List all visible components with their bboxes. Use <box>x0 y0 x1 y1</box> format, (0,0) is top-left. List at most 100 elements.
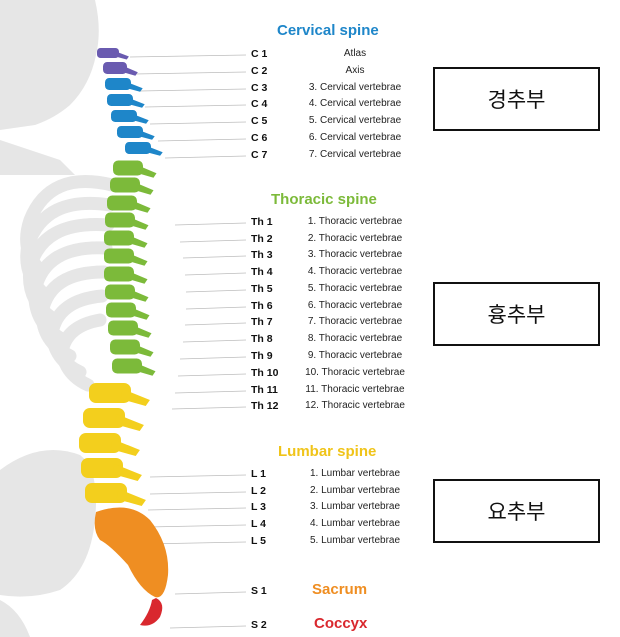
vertebra-th11-body <box>110 339 140 355</box>
vertebra-th9-process <box>128 307 150 320</box>
vertebra-th11 <box>110 339 154 357</box>
skeleton-silhouette <box>0 0 119 637</box>
code-th6: Th 6 <box>251 300 273 312</box>
femur-silhouette <box>0 600 30 637</box>
code-th4: Th 4 <box>251 266 273 278</box>
section-title-sacrum: Sacrum <box>312 581 368 598</box>
code-th8: Th 8 <box>251 333 273 345</box>
leader-line-1 <box>129 54 247 58</box>
vertebra-th6-process <box>126 253 148 266</box>
leader-line-5 <box>149 121 247 125</box>
vertebra-l5 <box>85 483 146 506</box>
sacrum-bone <box>94 507 169 598</box>
leader-lines <box>129 54 247 629</box>
name-l4: 4. Lumbar vertebrae <box>309 518 401 529</box>
section-title-cervical: Cervical spine <box>277 22 379 39</box>
name-th4: 4. Thoracic vertebrae <box>307 266 403 277</box>
vertebra-c1-body <box>97 48 119 58</box>
region-box-thoracic: 흉추부 <box>433 282 600 346</box>
leader-line-22 <box>147 507 247 511</box>
vertebra-th1-process <box>135 165 157 178</box>
pelvis-silhouette <box>0 450 96 597</box>
code-c1: C 1 <box>251 48 268 60</box>
name-th1: 1. Thoracic vertebrae <box>307 216 403 227</box>
leader-line-7 <box>164 155 247 159</box>
vertebra-l1-process <box>120 389 150 406</box>
vertebra-c6 <box>117 126 155 140</box>
leader-line-3 <box>139 88 247 92</box>
code-c6: C 6 <box>251 132 268 144</box>
vertebra-c3-process <box>124 81 143 92</box>
vertebra-l4-process <box>112 464 142 481</box>
vertebra-c1 <box>97 48 129 60</box>
rib-7 <box>55 313 107 392</box>
name-c4: 4. Cervical vertebrae <box>308 98 402 109</box>
vertebra-c7-process <box>144 145 163 156</box>
skull-silhouette <box>0 0 99 130</box>
vertebra-l4 <box>81 458 142 481</box>
leader-line-25 <box>174 591 247 595</box>
vertebra-c3-body <box>105 78 131 90</box>
leader-line-10 <box>182 255 247 259</box>
vertebra-th3-process <box>129 200 151 213</box>
vertebra-th4-body <box>105 212 135 228</box>
name-th10: 10. Thoracic vertebrae <box>305 367 405 378</box>
name-th5: 5. Thoracic vertebrae <box>307 283 403 294</box>
vertebra-c2 <box>103 62 138 76</box>
leader-line-26 <box>169 625 247 629</box>
name-c5: 5. Cervical vertebrae <box>308 115 402 126</box>
vertebra-c5 <box>111 110 149 124</box>
leader-line-23 <box>147 524 247 528</box>
name-c7: 7. Cervical vertebrae <box>308 149 402 160</box>
vertebra-th7-process <box>126 271 148 284</box>
code-th11: Th 11 <box>251 384 278 396</box>
name-th9: 9. Thoracic vertebrae <box>307 350 403 361</box>
vertebra-th8 <box>105 284 149 302</box>
name-th2: 2. Thoracic vertebrae <box>307 233 403 244</box>
vertebra-th4-process <box>127 217 149 230</box>
leader-line-12 <box>185 289 247 293</box>
vertebra-th7-body <box>104 266 134 282</box>
code-th2: Th 2 <box>251 233 273 245</box>
code-l5: L 5 <box>251 535 266 547</box>
vertebra-l1 <box>89 383 150 406</box>
vertebra-th8-process <box>127 289 149 302</box>
leader-line-20 <box>149 474 247 478</box>
vertebra-th5-process <box>126 235 148 248</box>
leader-line-11 <box>184 272 247 276</box>
vertebra-th2 <box>110 177 154 195</box>
code-th10: Th 10 <box>251 367 279 379</box>
name-th8: 8. Thoracic vertebrae <box>307 333 403 344</box>
vertebra-th9 <box>106 302 150 320</box>
section-title-lumbar: Lumbar spine <box>278 443 377 460</box>
vertebra-c5-body <box>111 110 137 122</box>
code-th5: Th 5 <box>251 283 273 295</box>
code-c5: C 5 <box>251 115 268 127</box>
code-l4: L 4 <box>251 518 266 530</box>
vertebra-c2-process <box>121 65 138 76</box>
leader-line-21 <box>149 491 247 495</box>
name-c1: Atlas <box>343 48 367 59</box>
leader-line-2 <box>134 71 247 75</box>
vertebra-c6-body <box>117 126 143 138</box>
code-s1: S 1 <box>251 585 267 597</box>
name-l1: 1. Lumbar vertebrae <box>309 468 401 479</box>
code-th1: Th 1 <box>251 216 273 228</box>
vertebra-th12 <box>112 358 156 376</box>
code-c4: C 4 <box>251 98 268 110</box>
vertebral-column <box>79 48 169 626</box>
code-c3: C 3 <box>251 82 268 94</box>
vertebra-l2-process <box>114 414 144 431</box>
vertebra-th6-body <box>104 248 134 264</box>
name-th6: 6. Thoracic vertebrae <box>307 300 403 311</box>
name-l3: 3. Lumbar vertebrae <box>309 501 401 512</box>
vertebra-c1-process <box>113 51 129 60</box>
name-th7: 7. Thoracic vertebrae <box>307 316 403 327</box>
vertebra-th10 <box>108 320 152 338</box>
name-l5: 5. Lumbar vertebrae <box>309 535 401 546</box>
vertebra-l2 <box>83 408 144 431</box>
vertebra-l5-process <box>116 489 146 506</box>
code-c2: C 2 <box>251 65 268 77</box>
